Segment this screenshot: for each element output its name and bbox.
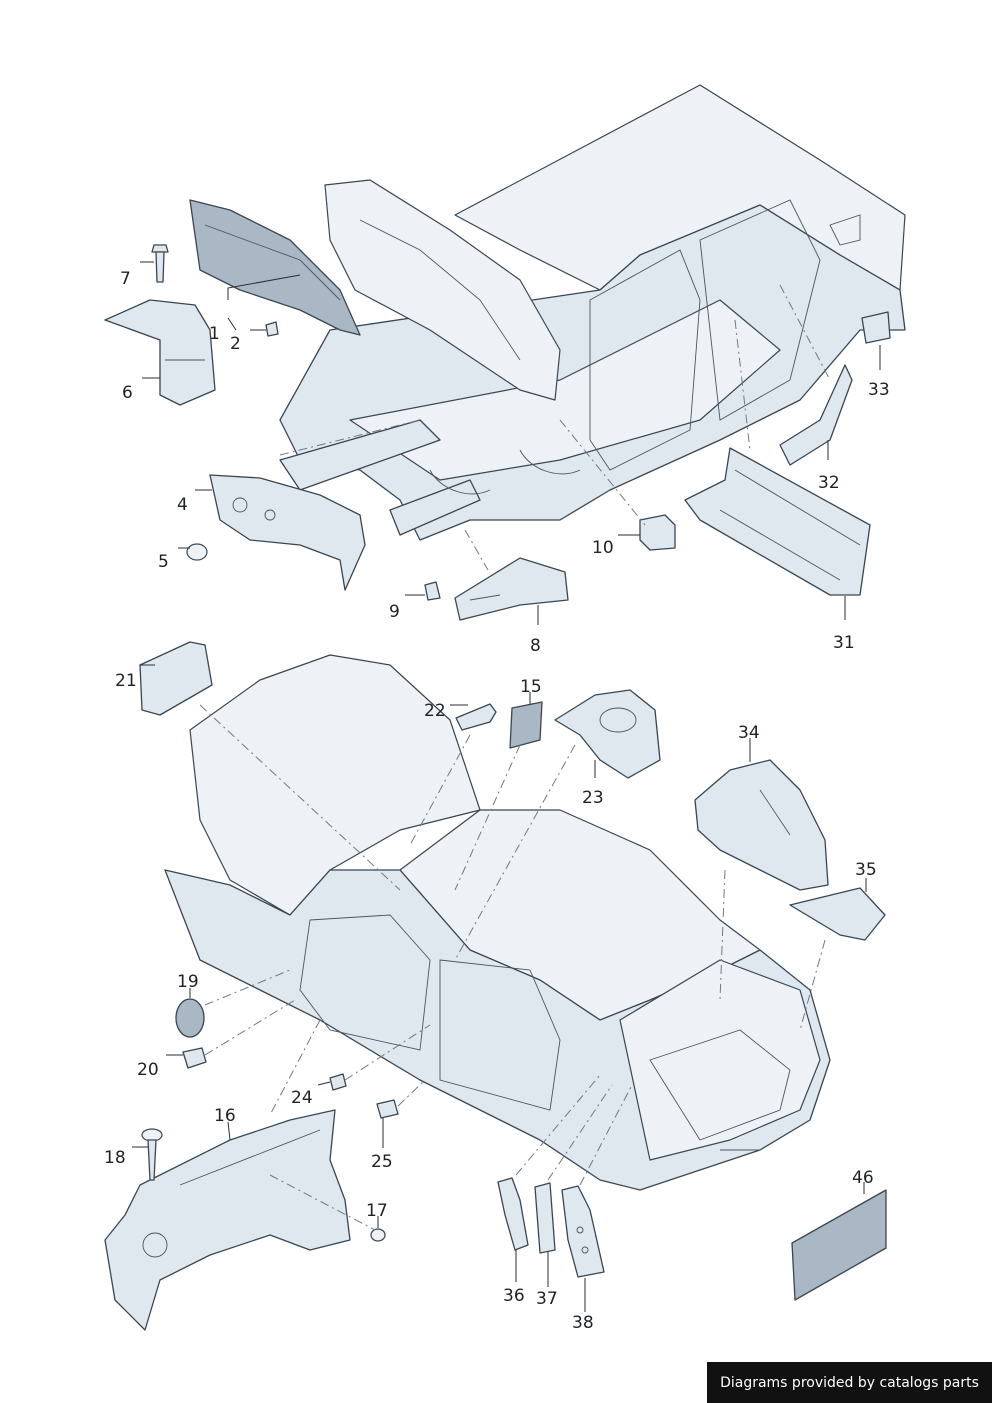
part-10-damper-block[interactable] xyxy=(639,514,676,551)
callout-21: 21 xyxy=(115,671,137,691)
part-4-wheelhouse-liner[interactable] xyxy=(209,474,366,591)
callout-25: 25 xyxy=(371,1152,393,1172)
part-2-clip[interactable] xyxy=(265,321,279,337)
callout-46: 46 xyxy=(852,1168,874,1188)
part-9-clip[interactable] xyxy=(424,581,441,601)
part-36-pillar-foam[interactable] xyxy=(497,1177,529,1251)
part-38-pillar-foam[interactable] xyxy=(561,1185,605,1278)
callout-5: 5 xyxy=(158,552,169,572)
callout-24: 24 xyxy=(291,1088,313,1108)
callout-labels: 1 2 4 5 6 7 8 9 10 31 32 33 21 22 15 23 … xyxy=(104,269,890,1333)
callout-31: 31 xyxy=(833,633,855,653)
callout-17: 17 xyxy=(366,1201,388,1221)
part-35-panel-insulation[interactable] xyxy=(789,887,886,941)
lower-body-shell xyxy=(164,654,831,1191)
callout-38: 38 xyxy=(572,1313,594,1333)
part-34-rear-wheelhouse-insulation[interactable] xyxy=(694,759,829,891)
part-23-wheelhouse-insulation[interactable] xyxy=(554,689,661,779)
callout-16: 16 xyxy=(214,1106,236,1126)
callout-35: 35 xyxy=(855,860,877,880)
callout-7: 7 xyxy=(120,269,131,289)
callout-18: 18 xyxy=(104,1148,126,1168)
callout-8: 8 xyxy=(530,636,541,656)
part-6-insulation-mat[interactable] xyxy=(104,299,216,406)
callout-10: 10 xyxy=(592,538,614,558)
callout-6: 6 xyxy=(122,383,133,403)
part-37-pillar-foam[interactable] xyxy=(534,1182,556,1254)
leader-lines xyxy=(132,261,881,1312)
callout-15: 15 xyxy=(520,677,542,697)
callout-20: 20 xyxy=(137,1060,159,1080)
callout-22: 22 xyxy=(424,701,446,721)
callout-1: 1 xyxy=(209,324,220,344)
assembly-lines xyxy=(199,284,831,1231)
part-5-grommet[interactable] xyxy=(186,543,208,561)
part-15-foam-block[interactable] xyxy=(509,701,543,749)
callout-23: 23 xyxy=(582,788,604,808)
attribution-badge: Diagrams provided by catalogs parts xyxy=(707,1362,992,1403)
part-19-damping-disc[interactable] xyxy=(175,998,205,1038)
part-18-bolt[interactable] xyxy=(141,1128,163,1181)
part-31-rear-panel-insulation[interactable] xyxy=(684,447,871,596)
attribution-text: Diagrams provided by catalogs parts xyxy=(720,1374,979,1391)
callout-9: 9 xyxy=(389,602,400,622)
part-17-clip[interactable] xyxy=(370,1228,386,1242)
upper-body-shell xyxy=(279,84,906,541)
callout-2: 2 xyxy=(230,334,241,354)
part-20-foam-block[interactable] xyxy=(182,1047,207,1069)
callout-36: 36 xyxy=(503,1286,525,1306)
part-8-bracket[interactable] xyxy=(454,557,569,621)
part-46-damping-sheet[interactable] xyxy=(791,1189,887,1301)
part-33-foam-block[interactable] xyxy=(861,311,891,344)
callout-32: 32 xyxy=(818,473,840,493)
part-25-foam-block[interactable] xyxy=(376,1099,399,1119)
part-32-pillar-insulation[interactable] xyxy=(779,364,853,466)
part-22-foam-pad[interactable] xyxy=(455,703,497,731)
part-21-bracket-insulation[interactable] xyxy=(139,641,213,716)
part-16-bulkhead-insulation[interactable] xyxy=(104,1109,351,1331)
callout-34: 34 xyxy=(738,723,760,743)
part-1-heat-shield[interactable] xyxy=(189,199,361,336)
callout-4: 4 xyxy=(177,495,188,515)
part-24-foam-block[interactable] xyxy=(329,1073,347,1091)
callout-19: 19 xyxy=(177,972,199,992)
callout-37: 37 xyxy=(536,1289,558,1309)
callout-33: 33 xyxy=(868,380,890,400)
part-7-bolt[interactable] xyxy=(151,244,169,283)
